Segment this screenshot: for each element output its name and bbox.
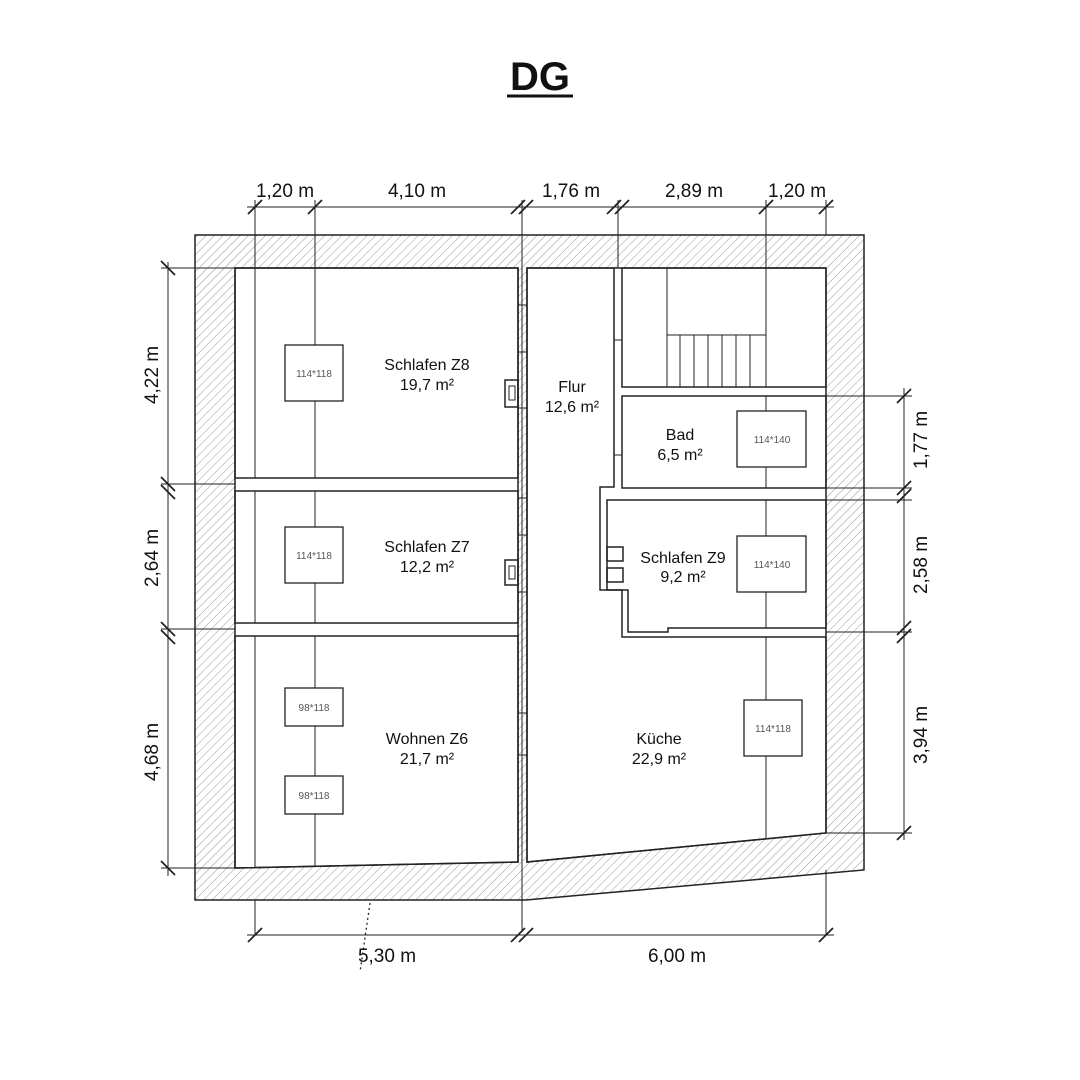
window-label: 114*140 — [754, 560, 791, 571]
window-label: 98*118 — [299, 703, 330, 714]
dim-right-3: 3,94 m — [911, 706, 932, 764]
window-label: 114*140 — [754, 435, 791, 446]
room-name-flur: Flur — [558, 379, 586, 396]
room-name-kueche: Küche — [636, 731, 681, 748]
room-name-z9: Schlafen Z9 — [640, 550, 725, 567]
room-area-z8: 19,7 m² — [400, 377, 455, 394]
dimension-chain-top: 1,20 m 4,10 m 1,76 m 2,89 m 1,20 m — [247, 181, 834, 215]
room-area-kueche: 22,9 m² — [632, 751, 687, 768]
dim-left-2: 2,64 m — [142, 529, 163, 587]
wall-stair — [621, 267, 827, 388]
dim-bottom-1: 5,30 m — [358, 946, 416, 967]
dim-top-3: 1,76 m — [542, 181, 600, 202]
room-area-z7: 12,2 m² — [400, 559, 455, 576]
window-label: 114*118 — [755, 724, 791, 735]
window-bad: 114*140 — [736, 410, 807, 468]
staircase — [666, 268, 766, 387]
window-z7: 114*118 — [284, 526, 344, 584]
room-name-bad: Bad — [666, 427, 694, 444]
room-name-z8: Schlafen Z8 — [384, 357, 469, 374]
dimension-chain-left: 4,22 m 2,64 m 4,68 m — [142, 260, 235, 876]
window-label: 114*118 — [296, 369, 332, 380]
wall-z7 — [234, 490, 519, 624]
room-area-flur: 12,6 m² — [545, 399, 600, 416]
dim-left-1: 4,22 m — [142, 346, 163, 404]
dim-top-4: 2,89 m — [665, 181, 723, 202]
window-z6-lower: 98*118 — [284, 775, 344, 815]
wall-z8 — [234, 267, 519, 479]
dim-left-3: 4,68 m — [142, 723, 163, 781]
section-line — [359, 902, 371, 973]
window-z8: 114*118 — [284, 344, 344, 402]
dim-right-2: 2,58 m — [911, 536, 932, 594]
page-title: DG — [510, 55, 570, 99]
window-z6-upper: 98*118 — [284, 687, 344, 727]
window-kueche: 114*118 — [743, 699, 803, 757]
room-name-z7: Schlafen Z7 — [384, 539, 469, 556]
window-label: 114*118 — [296, 551, 332, 562]
dim-bottom-2: 6,00 m — [648, 946, 706, 967]
dim-top-1: 1,20 m — [256, 181, 314, 202]
wall-z6 — [234, 635, 519, 869]
wall-z9 — [606, 499, 827, 633]
room-name-z6: Wohnen Z6 — [386, 731, 469, 748]
room-area-z9: 9,2 m² — [660, 569, 706, 586]
shaft-symbols — [504, 379, 624, 586]
dim-top-5: 1,20 m — [768, 181, 826, 202]
dim-top-2: 4,10 m — [388, 181, 446, 202]
dim-right-1: 1,77 m — [911, 411, 932, 469]
wall-bad — [621, 395, 827, 489]
dimension-chain-right: 1,77 m 2,58 m 3,94 m — [826, 388, 932, 841]
window-label: 98*118 — [299, 791, 330, 802]
room-area-bad: 6,5 m² — [657, 447, 703, 464]
room-area-z6: 21,7 m² — [400, 751, 455, 768]
dimension-chain-bottom: 5,30 m 6,00 m — [247, 902, 834, 973]
window-z9: 114*140 — [736, 535, 807, 593]
